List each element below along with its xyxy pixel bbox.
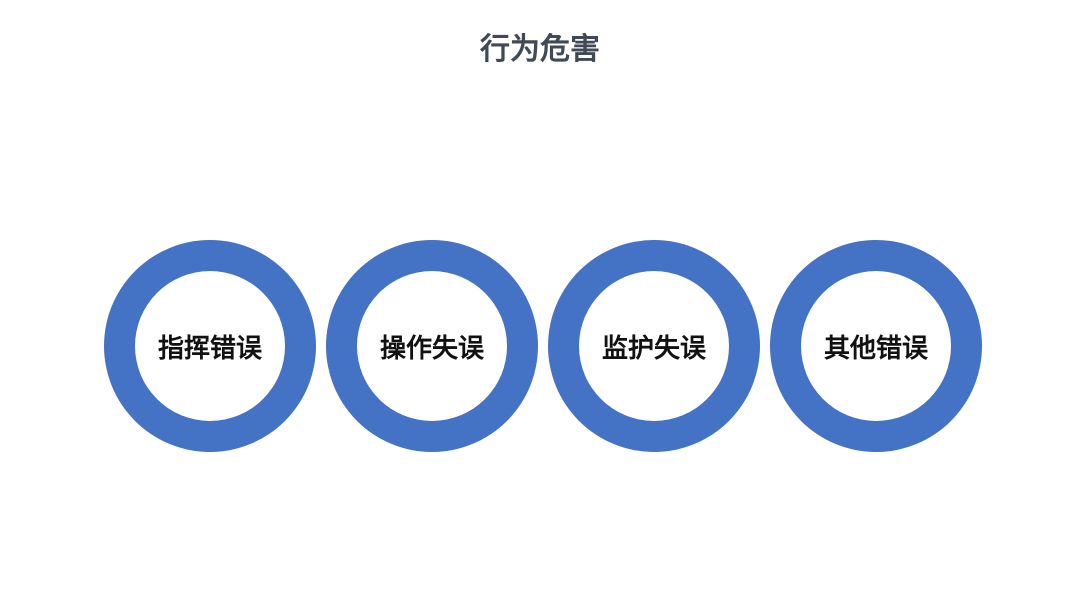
ring-center: 其他错误 <box>801 271 951 421</box>
slide-title: 行为危害 <box>480 32 600 67</box>
hazard-label: 指挥错误 <box>157 333 262 364</box>
hazard-ring-supervision-error: 监护失误 <box>548 240 760 452</box>
hazard-label: 操作失误 <box>379 333 484 364</box>
hazard-ring-command-error: 指挥错误 <box>104 240 316 452</box>
ring-center: 监护失误 <box>579 271 729 421</box>
hazard-label: 其他错误 <box>823 333 928 364</box>
hazard-ring-other-error: 其他错误 <box>770 240 982 452</box>
hazard-ring-operation-error: 操作失误 <box>326 240 538 452</box>
hazard-label: 监护失误 <box>601 333 706 364</box>
ring-center: 操作失误 <box>357 271 507 421</box>
hazard-category-row: 指挥错误 操作失误 监护失误 其他错误 <box>0 240 1080 452</box>
ring-center: 指挥错误 <box>135 271 285 421</box>
